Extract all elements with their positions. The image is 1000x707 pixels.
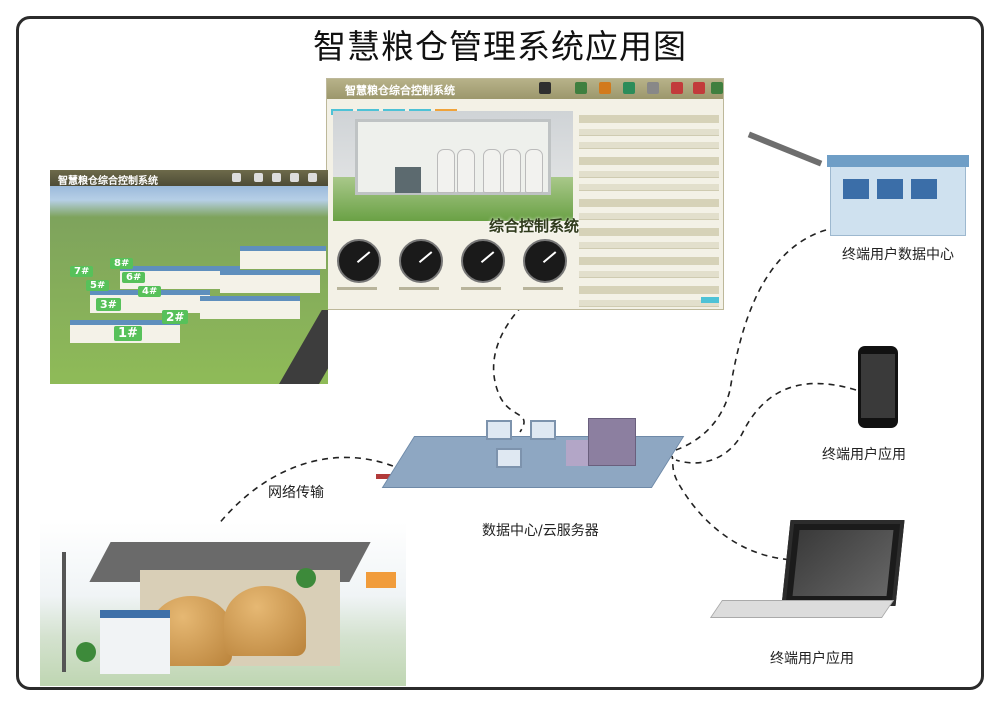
alarm-icon — [693, 82, 705, 94]
tree — [76, 642, 96, 662]
user-icon — [308, 173, 317, 182]
mail-icon — [671, 82, 683, 94]
server-label: 数据中心/云服务器 — [482, 523, 599, 539]
server-platform — [381, 436, 685, 488]
gauge — [461, 239, 505, 283]
page-title: 智慧粮仓管理系统应用图 — [313, 27, 687, 66]
edit-icon — [599, 82, 611, 94]
gauge — [399, 239, 443, 283]
data-center-building-icon — [827, 155, 969, 236]
panel-header — [579, 228, 719, 236]
edit-icon — [272, 173, 281, 182]
tools-icon — [254, 173, 263, 182]
table-icon — [647, 82, 659, 94]
status-panel — [579, 107, 719, 307]
bin-label: 6# — [122, 272, 146, 283]
home-icon — [232, 173, 241, 182]
bin-label: 5# — [86, 280, 110, 291]
workstation-icon — [496, 448, 522, 468]
equipment-room-render — [333, 111, 573, 221]
building-window — [911, 179, 937, 199]
network-label: 网络传输 — [268, 485, 324, 501]
panel-row — [579, 142, 719, 149]
gauge-readout — [523, 287, 563, 290]
granary-map-screenshot: 智慧粮仓综合控制系统 1# 2# 3# 4# 5# 6# 7# 8# — [50, 170, 328, 384]
grain-pile — [224, 586, 306, 656]
phone-label: 终端用户应用 — [822, 447, 906, 463]
link-phone-to-server — [675, 382, 857, 464]
panel-row — [579, 171, 719, 178]
building-window — [877, 179, 903, 199]
laptop-keyboard — [709, 600, 895, 618]
bin-label: 8# — [110, 258, 134, 269]
map-window-titlebar: 智慧粮仓综合控制系统 — [50, 170, 328, 187]
laptop-icon — [781, 520, 905, 606]
panel-header — [579, 157, 719, 165]
laptop-screen — [792, 530, 894, 596]
control-system-screenshot: 智慧粮仓综合控制系统 综合控制系统 — [326, 78, 724, 310]
building-window — [843, 179, 869, 199]
workstation-icon — [530, 420, 556, 440]
granary-scene-illustration — [40, 522, 406, 686]
gauge — [523, 239, 567, 283]
data-center-label: 终端用户数据中心 — [842, 247, 954, 263]
globe-icon — [623, 82, 635, 94]
gauge-readout — [337, 287, 377, 290]
panel-button — [701, 297, 719, 303]
panel-header — [579, 115, 719, 123]
panel-row — [579, 129, 719, 136]
laptop-label: 终端用户应用 — [770, 651, 854, 667]
truck — [366, 572, 396, 588]
panel-row — [579, 184, 719, 191]
sensor-pole — [62, 552, 66, 672]
office-building — [100, 610, 170, 674]
equipment-box — [395, 167, 421, 193]
tree — [296, 568, 316, 588]
control-window-title: 智慧粮仓综合控制系统 — [345, 84, 455, 97]
phone-screen — [861, 354, 895, 418]
panel-header — [579, 257, 719, 265]
tank — [437, 149, 455, 193]
tank — [525, 149, 543, 193]
link-datacenter-to-server — [669, 229, 827, 453]
tank — [503, 149, 521, 193]
globe-icon — [290, 173, 299, 182]
gauge-readout — [461, 287, 501, 290]
panel-row — [579, 242, 719, 249]
bin-label: 1# — [114, 326, 142, 341]
bin-label: 7# — [70, 266, 94, 277]
gauge-readout — [399, 287, 439, 290]
granary-building — [200, 296, 300, 319]
link-scene-to-server — [213, 456, 399, 531]
panel-header — [579, 199, 719, 207]
tank — [483, 149, 501, 193]
link-laptop-to-server — [671, 455, 801, 561]
road — [258, 310, 328, 384]
control-window-titlebar: 智慧粮仓综合控制系统 — [327, 79, 723, 99]
tank — [457, 149, 475, 193]
home-icon — [539, 82, 551, 94]
gauge — [337, 239, 381, 283]
panel-header — [579, 286, 719, 294]
map-window-title: 智慧粮仓综合控制系统 — [58, 176, 158, 187]
server-rack-icon — [588, 418, 636, 466]
link-control-to-server — [492, 305, 525, 433]
bin-label: 4# — [138, 286, 162, 297]
user-icon — [711, 82, 723, 94]
panel-row — [579, 300, 719, 307]
phone-icon — [858, 346, 898, 428]
bin-label: 3# — [96, 298, 121, 311]
control-overlay-label: 综合控制系统 — [489, 217, 580, 235]
granary-building — [120, 266, 240, 289]
bin-label: 2# — [162, 310, 189, 324]
tools-icon — [575, 82, 587, 94]
granary-building — [240, 246, 326, 269]
granary-building — [220, 270, 320, 293]
panel-row — [579, 213, 719, 220]
building-roof — [827, 155, 969, 167]
panel-row — [579, 271, 719, 278]
workstation-icon — [486, 420, 512, 440]
